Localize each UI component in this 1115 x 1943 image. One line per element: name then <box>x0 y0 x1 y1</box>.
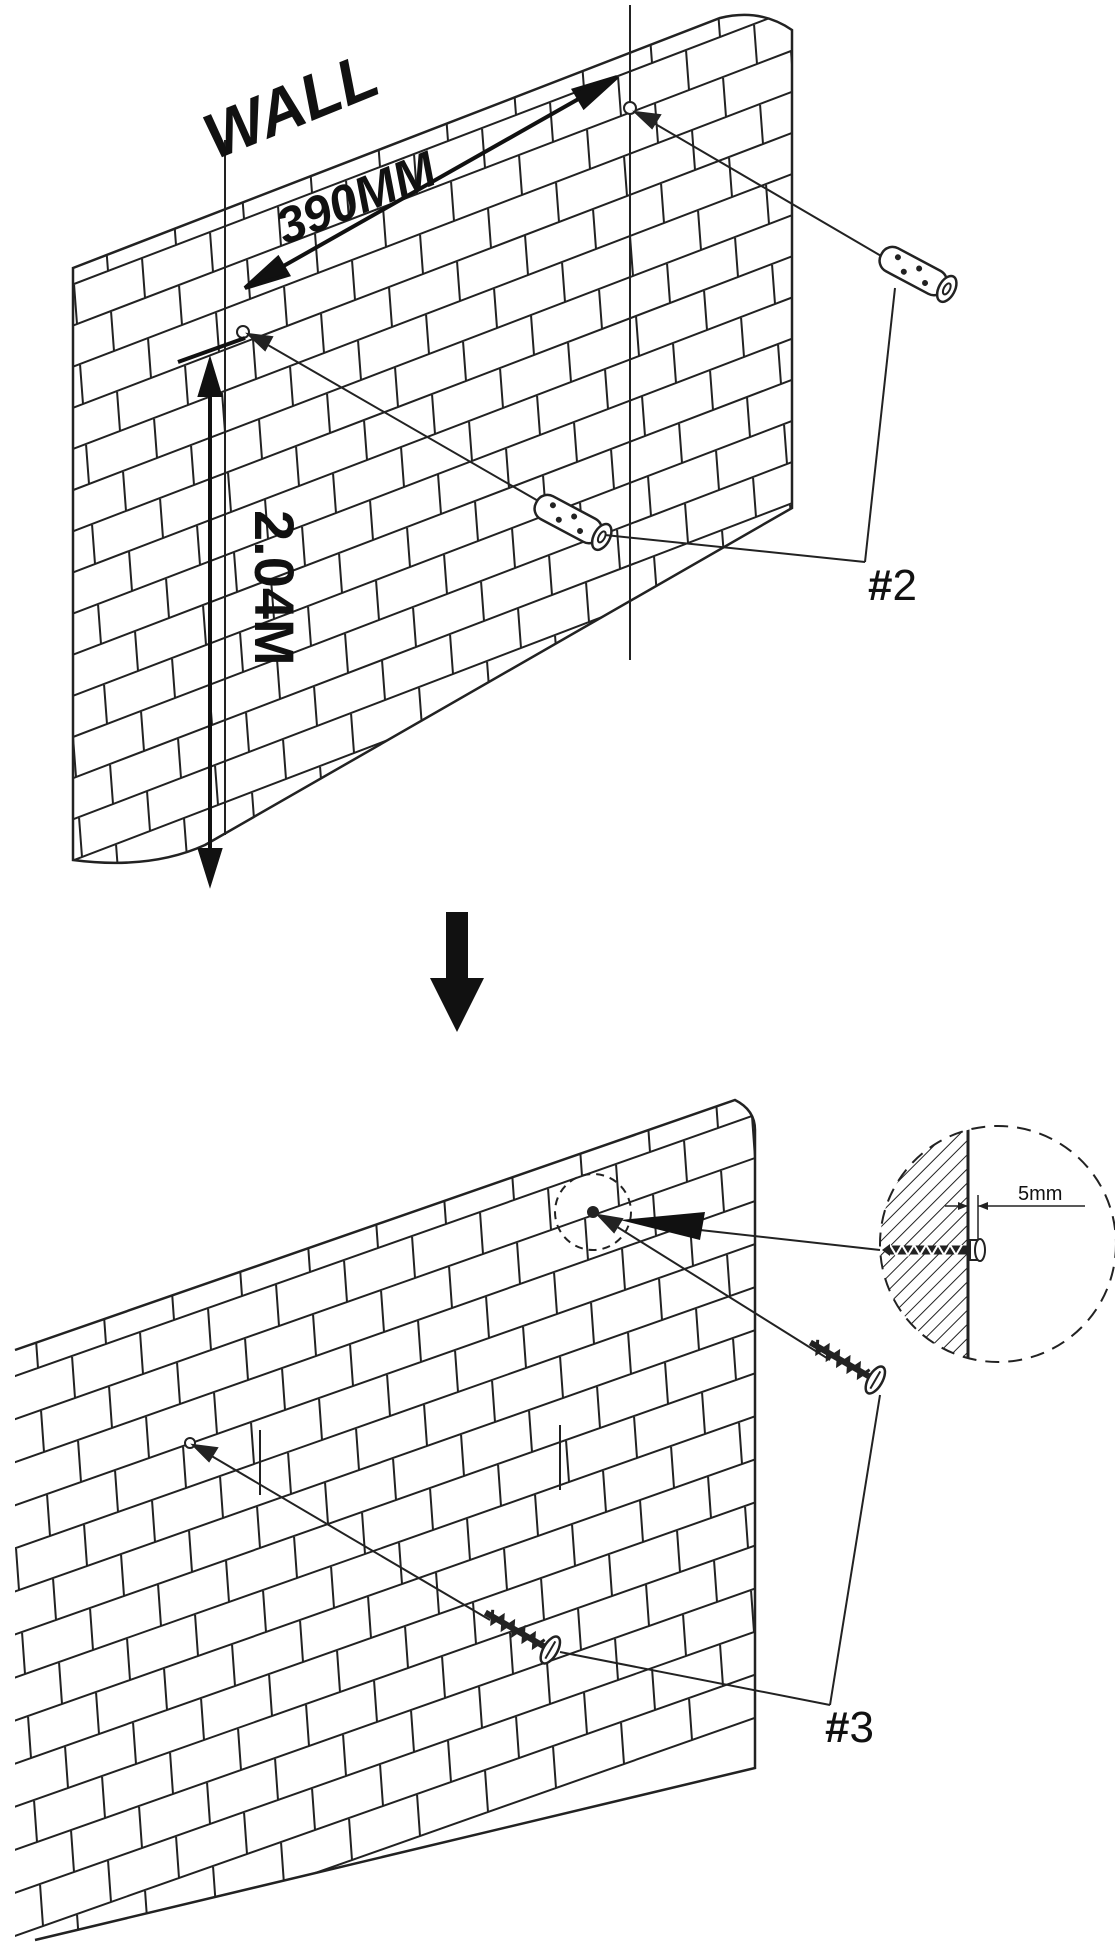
anchor-leader-lines <box>604 287 896 563</box>
magnifier-detail-icon: 5mm <box>879 1125 1115 1363</box>
top-wall-anchors <box>245 110 889 503</box>
label-anchor-ref: #2 <box>868 561 917 610</box>
label-screw-depth: 5mm <box>1018 1183 1062 1205</box>
label-wall: WALL <box>193 38 388 173</box>
detail-marker-circle <box>554 1173 632 1251</box>
label-mount-height: 2.04M <box>243 510 306 666</box>
screw-icon <box>483 1609 562 1665</box>
bottom-wall-bricks <box>15 1100 755 1940</box>
top-left-hole <box>236 325 250 339</box>
detail-pointer <box>620 1212 881 1251</box>
screw-leader-lines <box>559 1394 881 1706</box>
dimension-390mm <box>243 75 619 290</box>
bottom-right-hole <box>587 1206 599 1218</box>
wall-anchor-icon <box>533 493 613 552</box>
wall-anchor-icon <box>878 245 958 304</box>
bottom-screw-lines <box>190 1213 831 1621</box>
bottom-wall <box>14 1098 757 1942</box>
label-screw-ref: #3 <box>825 1703 874 1752</box>
arrow-down-icon <box>430 912 484 1032</box>
screw-icon <box>808 1339 887 1395</box>
dimension-2-04m <box>177 336 246 889</box>
brick-lines <box>15 1100 755 1940</box>
